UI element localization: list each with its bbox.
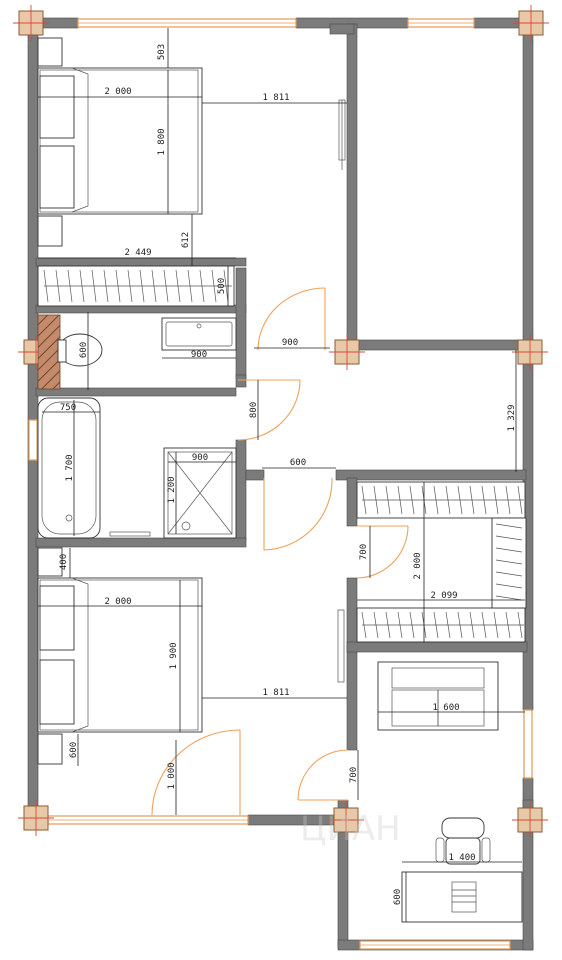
wall-wardrobe-room-left-b [346,577,358,751]
dim-1329: 1 329 [507,404,517,431]
doors [151,99,409,816]
wall-corridor [245,469,265,481]
wall-mid-right [346,339,528,351]
office-chair [435,817,491,865]
dim-612: 612 [181,232,191,248]
hanger-mark [495,523,523,529]
wall-bath-bottom [35,537,247,548]
dim-600-bottom: 600 [69,742,79,758]
wall-bath-vert [235,267,247,379]
door-bedroom1[interactable] [257,287,326,351]
wall-corridor-b [335,469,527,481]
dim-503: 503 [157,44,167,60]
watermark: ЦИАН [300,809,401,849]
sink [161,317,237,351]
wall-bath-right-b [235,439,247,541]
toilet [37,314,103,390]
hanger-mark [495,571,523,577]
dim-400: 400 [59,554,69,570]
desk [401,871,523,923]
door-corridor[interactable] [263,477,333,551]
dim-600-corridor: 600 [290,458,306,468]
door-wardrobe-room[interactable] [356,525,409,579]
column-8 [512,802,548,838]
dim-900-shower: 900 [192,453,208,463]
nightstand-a [37,37,63,67]
dim-2099: 2 099 [430,591,457,601]
wall-wardrobe-top [35,257,247,267]
wall-inner-bedroom1-right [346,23,358,355]
dimension-labels: 503 2 000 1 811 1 800 612 2 449 500 900 … [59,44,517,905]
column-7 [328,802,364,838]
wall-wardrobe-room-bottom [346,641,528,653]
dim-1900: 1 900 [169,642,179,669]
hanger-mark [495,595,523,601]
bed-bedroom1 [37,67,203,215]
wall-bath-divider [35,387,237,397]
wall-wardrobe-room-left [346,477,358,527]
furniture [37,37,527,923]
nightstand-c [37,547,63,577]
dim-1000: 1 000 [167,762,177,789]
column-2 [513,5,549,41]
dim-1811-bottom: 1 811 [262,688,289,698]
door-sliding[interactable] [337,99,346,683]
dim-2000-top: 2 000 [104,87,131,97]
door-bedroom2[interactable] [151,729,241,816]
sofa [377,661,499,731]
dim-600-desk: 600 [393,889,403,905]
window-bath-left [28,419,38,461]
window-right-office [523,709,533,779]
dim-2000-bottom: 2 000 [104,597,131,607]
column-4 [329,334,365,370]
hanger-mark [495,583,523,589]
dim-900-door: 900 [282,338,298,348]
dim-2000-wardrobe: 2 000 [413,552,423,579]
dim-1700: 1 700 [65,454,75,481]
windows [28,18,533,950]
columns [13,5,549,838]
dim-900-sink: 900 [191,350,207,360]
hanger-mark [495,547,523,553]
dimension-lines [38,28,525,922]
door-bathroom[interactable] [237,379,301,441]
bathtub [37,397,101,539]
bed-bedroom2 [37,577,203,733]
column-5 [512,334,548,370]
dim-1200: 1 200 [167,476,177,503]
hanger-mark [495,535,523,541]
dim-800: 800 [249,402,259,418]
nightstand-b [37,215,63,247]
dim-750: 750 [60,403,76,413]
dim-500: 500 [217,278,227,294]
wall-top-inner-stub [329,23,355,35]
wall-office-right [522,799,534,951]
dim-700-a: 700 [359,544,369,560]
dim-1600: 1 600 [432,703,459,713]
walkin-wardrobe [356,481,527,643]
door-office[interactable] [297,749,349,801]
dim-1400: 1 400 [448,853,475,863]
wardrobe-bedroom1 [37,265,235,307]
dim-700-b: 700 [349,767,359,783]
column-1 [13,5,49,41]
hanger-mark [495,559,523,565]
dim-600-wc: 600 [79,342,89,358]
nightstand-d [37,733,63,765]
dim-2449: 2 449 [124,248,151,258]
wall-bath-right-a [235,374,247,388]
dim-1811-top: 1 811 [262,93,289,103]
column-6 [18,800,54,836]
dim-1800: 1 800 [157,128,167,155]
